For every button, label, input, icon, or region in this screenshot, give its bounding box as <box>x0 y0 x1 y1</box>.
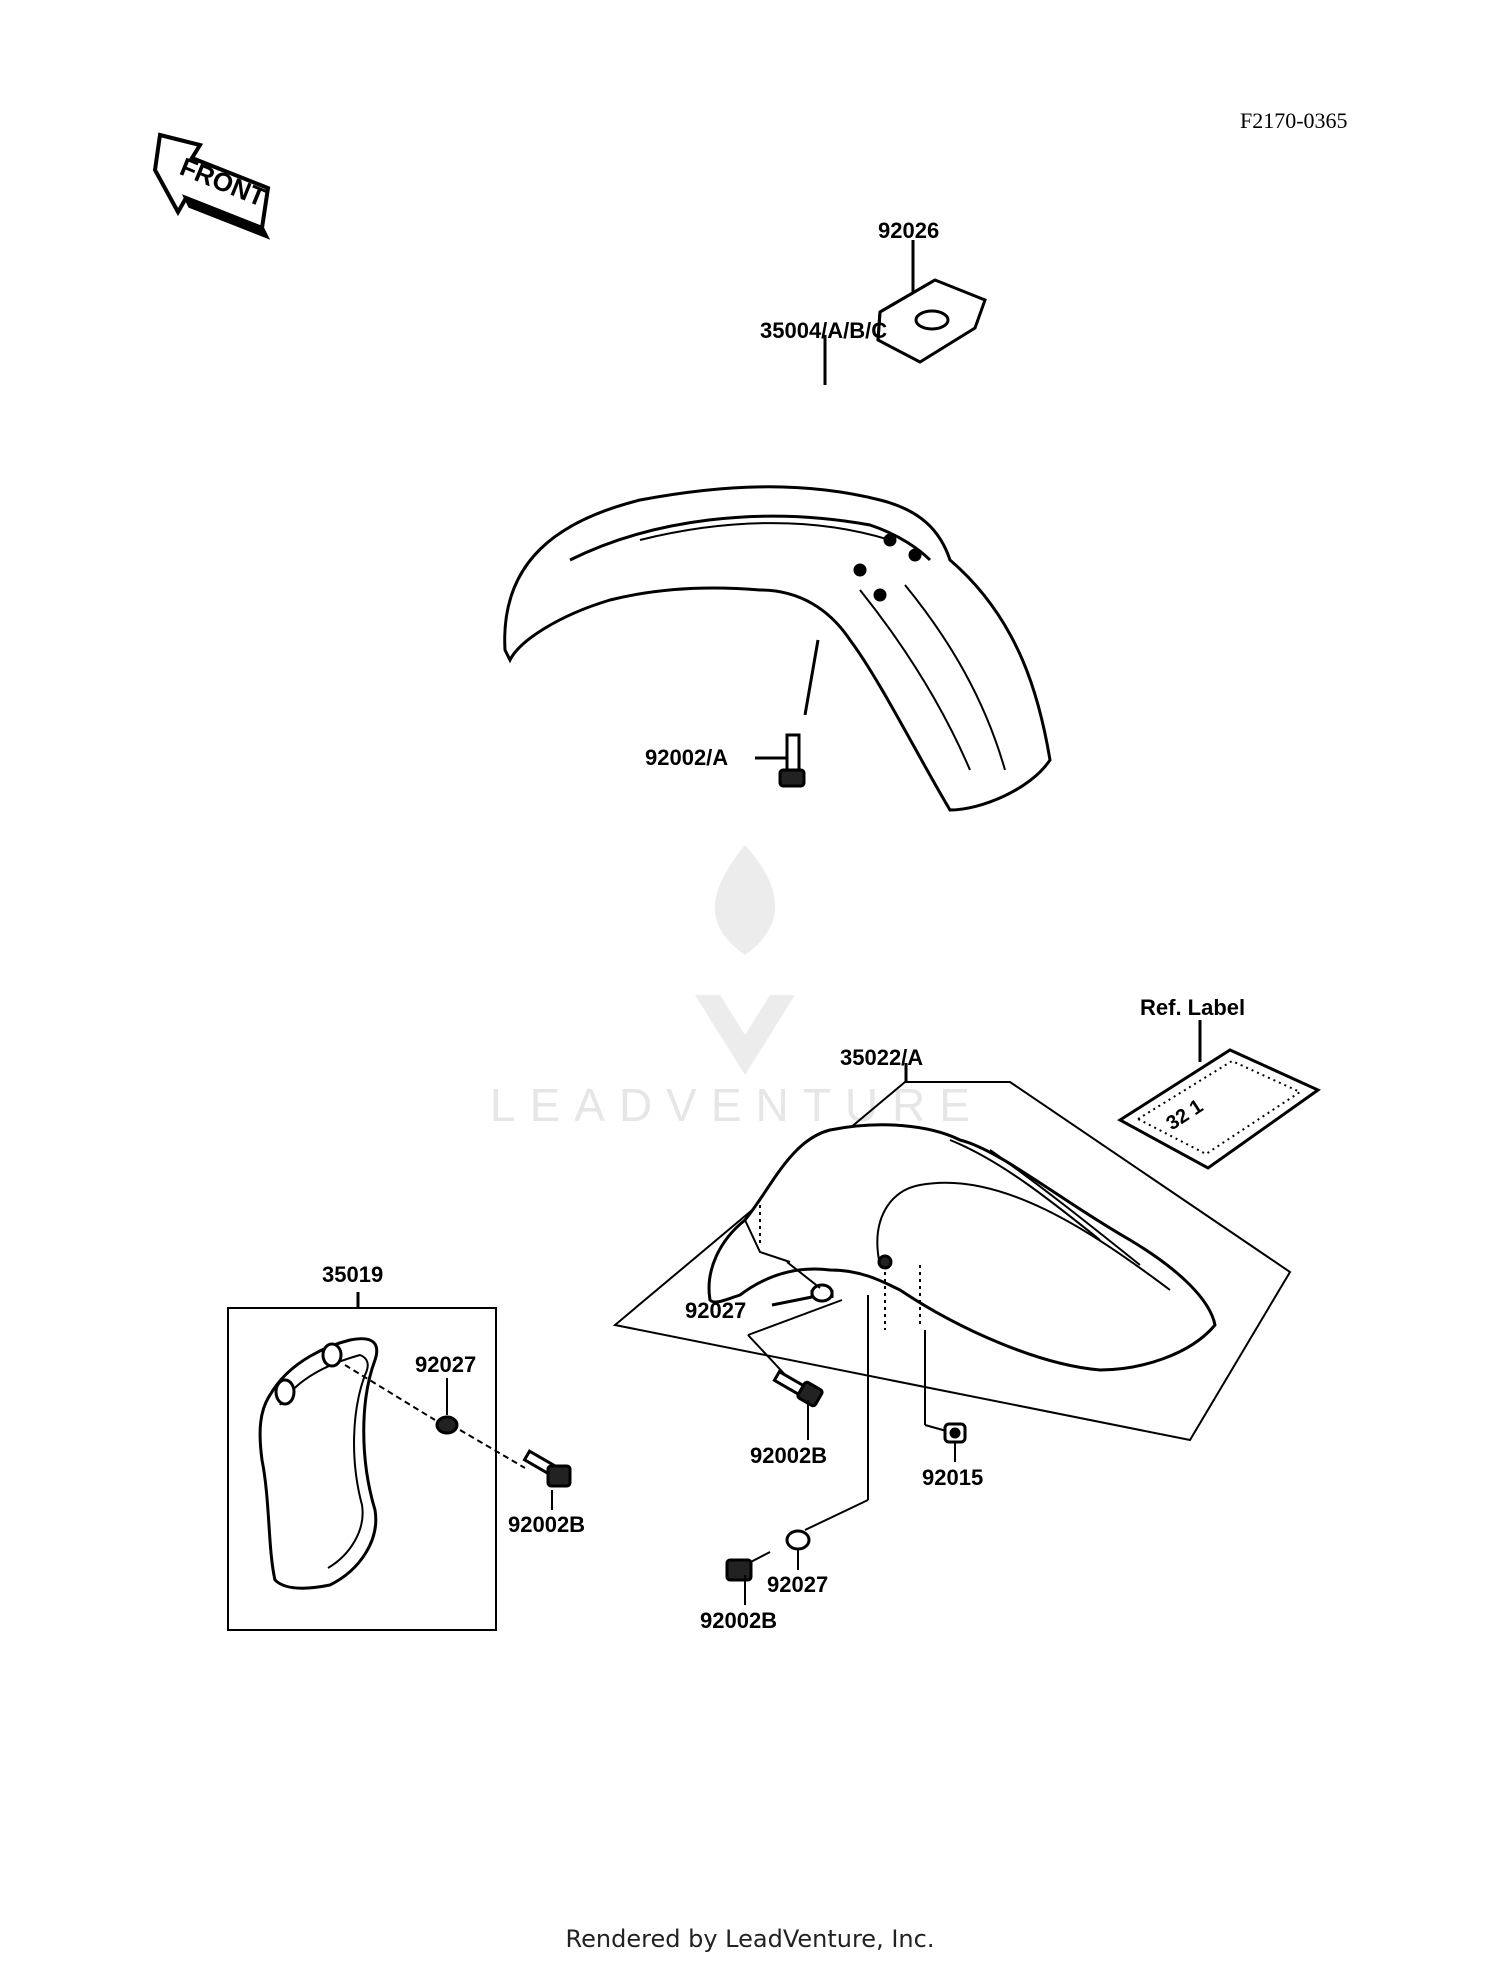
footer-credit: Rendered by LeadVenture, Inc. <box>565 1925 935 1953</box>
drawing-id: F2170-0365 <box>1240 108 1348 133</box>
label-92026: 92026 <box>878 218 940 243</box>
label-92002B-left: 92002B <box>508 1512 586 1537</box>
label-92027-low: 92027 <box>767 1572 829 1597</box>
bolt-92002A <box>755 733 806 788</box>
side-cover-35019 <box>227 1292 572 1631</box>
label-35004: 35004/A/B/C <box>760 318 888 343</box>
front-arrow: FRONT <box>152 132 271 240</box>
front-fender-35004 <box>503 335 1052 812</box>
label-92027-left: 92027 <box>415 1352 477 1377</box>
label-92027-mid: 92027 <box>685 1298 747 1323</box>
label-92015: 92015 <box>922 1465 984 1490</box>
label-92002B-mid: 92002B <box>750 1443 828 1468</box>
label-35019: 35019 <box>322 1262 384 1287</box>
label-92002B-low: 92002B <box>700 1608 778 1633</box>
label-92002A: 92002/A <box>645 745 729 770</box>
watermark-text: LEADVENTURE <box>490 1079 984 1131</box>
watermark-logo <box>695 845 795 1075</box>
label-35022: 35022/A <box>840 1045 924 1070</box>
rear-fender-hardware <box>725 1261 967 1605</box>
rear-fender-35022 <box>612 1063 1292 1442</box>
ref-label-sticker: 32 1 <box>1117 1020 1321 1170</box>
grommet-92026 <box>876 240 987 364</box>
label-ref-label: Ref. Label <box>1140 995 1246 1020</box>
